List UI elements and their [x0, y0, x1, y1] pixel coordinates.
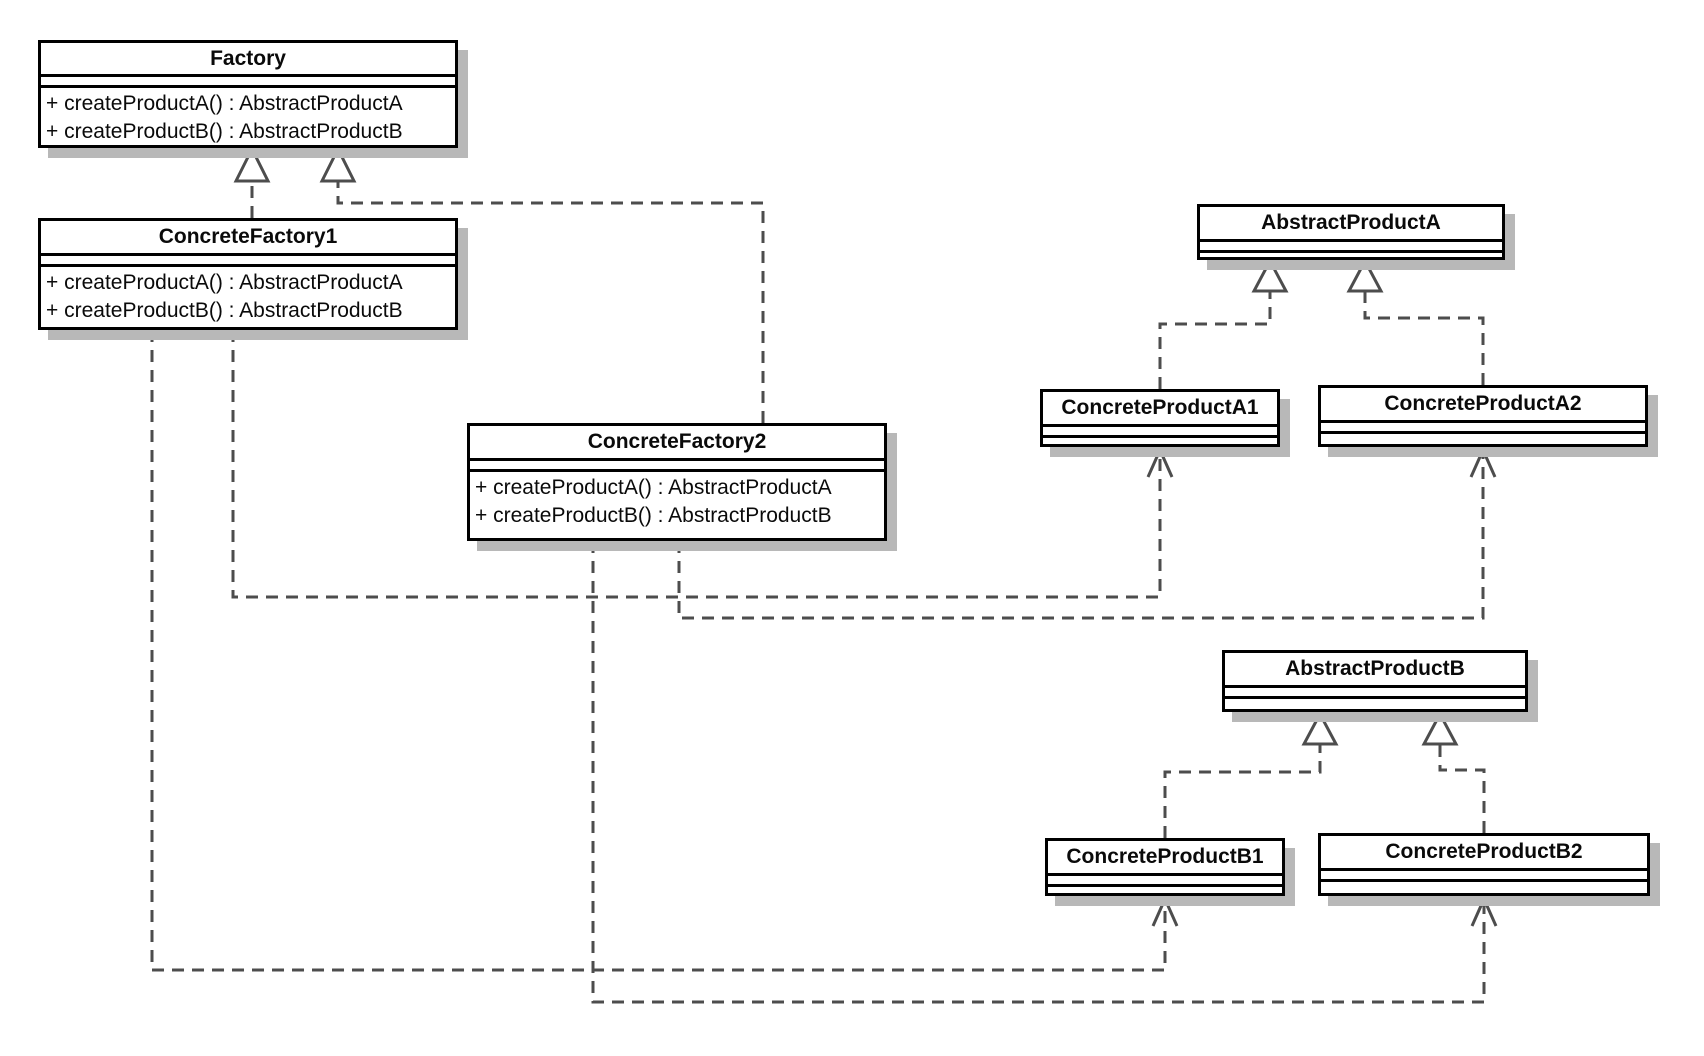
- methods-compartment: [1200, 253, 1502, 257]
- triangle-arrowhead-abstractproducta-left: [1251, 257, 1289, 293]
- generalization-edge-concreteproducta2-abstractproducta: [1363, 292, 1485, 385]
- class-title: ConcreteFactory1: [41, 221, 455, 256]
- class-box-concrete-product-b1: ConcreteProductB1: [1045, 838, 1285, 896]
- class-method: + createProductA() : AbstractProductA: [475, 476, 832, 499]
- class-method: + createProductA() : AbstractProductA: [46, 92, 403, 116]
- attributes-compartment: [1048, 876, 1282, 887]
- class-box-abstract-product-b: AbstractProductB: [1222, 650, 1528, 712]
- triangle-arrowhead-abstractproductb-left: [1301, 710, 1339, 746]
- methods-compartment: [1321, 882, 1647, 893]
- open-arrowhead-concreteproductb1: [1151, 895, 1179, 927]
- attributes-compartment: [470, 461, 884, 472]
- class-title: AbstractProductA: [1200, 207, 1502, 242]
- dependency-edge-concretefactory1-concreteproducta1: [231, 330, 1162, 599]
- class-title: ConcreteFactory2: [470, 426, 884, 461]
- class-title: AbstractProductB: [1225, 653, 1525, 688]
- methods-compartment: + createProductA() : AbstractProductA + …: [41, 267, 455, 327]
- attributes-compartment: [1321, 871, 1647, 882]
- open-arrowhead-concreteproducta2: [1469, 446, 1497, 478]
- methods-compartment: [1225, 699, 1525, 709]
- class-title: ConcreteProductA2: [1321, 388, 1645, 423]
- attributes-compartment: [1321, 423, 1645, 434]
- class-box-abstract-product-a: AbstractProductA: [1197, 204, 1505, 260]
- open-arrowhead-concreteproducta1: [1146, 446, 1174, 478]
- class-title: ConcreteProductA1: [1043, 392, 1277, 427]
- generalization-edge-concreteproductb1-abstractproductb: [1163, 745, 1322, 838]
- class-box-concrete-product-a1: ConcreteProductA1: [1040, 389, 1280, 447]
- class-box-concrete-product-a2: ConcreteProductA2: [1318, 385, 1648, 447]
- attributes-compartment: [41, 256, 455, 267]
- attributes-compartment: [1043, 427, 1277, 438]
- methods-compartment: [1048, 887, 1282, 893]
- generalization-edge-concretefactory2-factory: [336, 182, 765, 423]
- methods-compartment: [1321, 434, 1645, 444]
- class-method: + createProductB() : AbstractProductB: [46, 120, 403, 144]
- class-method: + createProductB() : AbstractProductB: [475, 504, 832, 527]
- attributes-compartment: [1225, 688, 1525, 699]
- generalization-edge-concreteproductb2-abstractproductb: [1438, 745, 1486, 833]
- triangle-arrowhead-abstractproducta-right: [1346, 257, 1384, 293]
- open-arrowhead-concreteproductb2: [1470, 895, 1498, 927]
- class-box-concrete-factory1: ConcreteFactory1 + createProductA() : Ab…: [38, 218, 458, 330]
- methods-compartment: + createProductA() : AbstractProductA + …: [41, 88, 455, 145]
- attributes-compartment: [1200, 242, 1502, 253]
- triangle-arrowhead-abstractproductb-right: [1421, 710, 1459, 746]
- triangle-arrowhead-factory-right: [319, 145, 357, 183]
- class-title: ConcreteProductB2: [1321, 836, 1647, 871]
- class-box-factory: Factory + createProductA() : AbstractPro…: [38, 40, 458, 148]
- class-method: + createProductA() : AbstractProductA: [46, 271, 403, 294]
- generalization-edge-concreteproducta1-abstractproducta: [1158, 292, 1272, 389]
- triangle-arrowhead-factory-left: [233, 145, 271, 183]
- methods-compartment: [1043, 438, 1277, 444]
- class-title: ConcreteProductB1: [1048, 841, 1282, 876]
- class-method: + createProductB() : AbstractProductB: [46, 299, 403, 322]
- dependency-edge-concretefactory1-concreteproductb1: [150, 330, 1167, 972]
- dependency-edge-concretefactory2-concreteproductb2: [591, 541, 1486, 1004]
- dependency-edge-concretefactory2-concreteproducta2: [677, 455, 1485, 620]
- class-box-concrete-product-b2: ConcreteProductB2: [1318, 833, 1650, 896]
- methods-compartment: + createProductA() : AbstractProductA + …: [470, 472, 884, 538]
- attributes-compartment: [41, 77, 455, 89]
- class-title: Factory: [41, 43, 455, 78]
- class-box-concrete-factory2: ConcreteFactory2 + createProductA() : Ab…: [467, 423, 887, 541]
